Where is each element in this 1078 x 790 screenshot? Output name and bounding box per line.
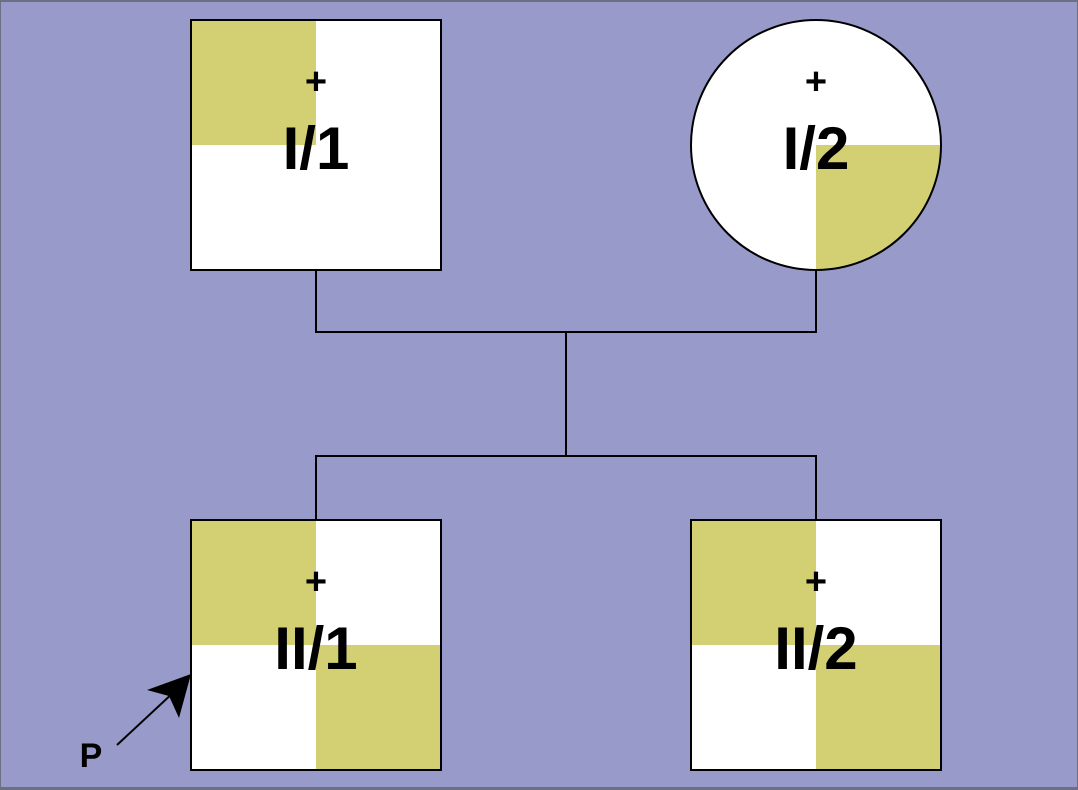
individual-I-2[interactable]: + I/2 <box>690 19 942 271</box>
male-symbol-outline <box>190 19 442 271</box>
quadrant-top-left <box>191 20 316 145</box>
quadrant-bottom-right <box>316 645 441 770</box>
individual-label: I/2 <box>783 115 850 182</box>
quadrant-top-left <box>191 520 316 645</box>
status-marker: + <box>305 561 327 603</box>
quadrant-bottom-left <box>691 645 816 770</box>
female-symbol-outline <box>690 19 942 271</box>
male-symbol-outline <box>690 519 942 771</box>
status-marker: + <box>805 61 827 103</box>
quadrant-top-left <box>691 520 816 645</box>
quadrant-bottom-right <box>816 645 941 770</box>
pedigree-lines <box>315 270 817 520</box>
marriage-line <box>315 270 817 333</box>
quadrant-bottom-left <box>191 645 316 770</box>
quadrant-bottom-right <box>316 145 441 270</box>
quadrant-bottom-left <box>191 145 316 270</box>
individual-label: II/1 <box>274 615 357 682</box>
individual-II-2[interactable]: + II/2 <box>690 519 942 771</box>
male-symbol-outline <box>190 519 442 771</box>
proband-arrow-shaft <box>116 690 176 746</box>
status-marker: + <box>305 61 327 103</box>
quadrant-top-right <box>316 520 441 645</box>
proband-arrow-head <box>147 674 191 718</box>
individual-II-1[interactable]: + II/1 <box>190 519 442 771</box>
individual-I-1[interactable]: + I/1 <box>190 19 442 271</box>
individual-label: II/2 <box>774 615 857 682</box>
quadrant-top-right <box>816 520 941 645</box>
individual-label: I/1 <box>283 115 350 182</box>
proband-label: P <box>80 737 103 775</box>
quadrant-top-right <box>316 20 441 145</box>
sibship-line <box>315 455 817 520</box>
proband-arrow: P <box>80 674 191 775</box>
status-marker: + <box>805 561 827 603</box>
